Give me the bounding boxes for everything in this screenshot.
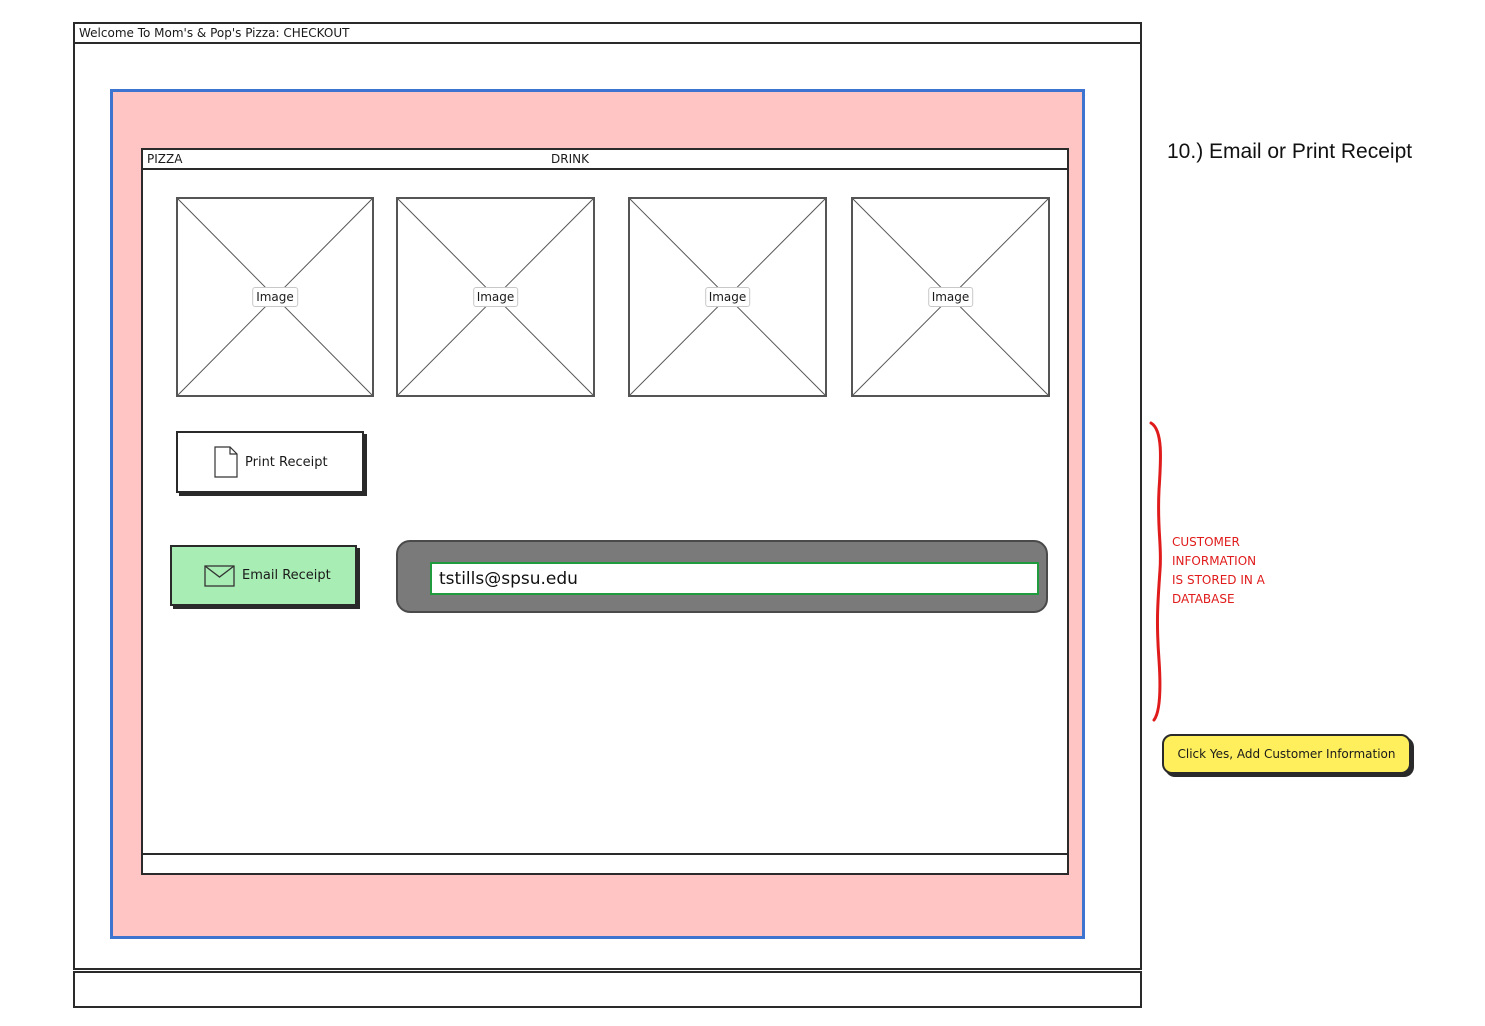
database-note-line: INFORMATION [1172,554,1257,568]
database-note: CUSTOMER INFORMATION IS STORED IN A DATA… [1172,533,1312,609]
email-receipt-button[interactable]: Email Receipt [170,545,357,606]
database-note-line: DATABASE [1172,592,1235,606]
image-placeholder: Image [176,197,374,397]
database-note-line: CUSTOMER [1172,535,1240,549]
print-receipt-button[interactable]: Print Receipt [176,431,364,493]
tab-window-footer-divider [143,853,1067,855]
tab-bar [143,150,1067,170]
email-receipt-label: Email Receipt [242,568,331,583]
envelope-icon [204,564,235,587]
step-heading: 10.) Email or Print Receipt [1167,140,1413,163]
image-placeholder: Image [628,197,827,397]
add-customer-information-button[interactable]: Click Yes, Add Customer Information [1162,734,1411,774]
image-placeholder: Image [851,197,1050,397]
image-placeholder: Image [396,197,595,397]
email-input[interactable] [430,562,1039,595]
curly-brace-annotation [1149,421,1162,722]
print-receipt-label: Print Receipt [245,454,328,470]
window-title: Welcome To Mom's & Pop's Pizza: CHECKOUT [75,24,1140,44]
image-label: Image [927,287,974,307]
status-bar [73,971,1142,1008]
image-label: Image [252,287,298,307]
database-note-line: IS STORED IN A [1172,573,1265,587]
tab-pizza[interactable]: PIZZA [147,152,183,166]
tab-drink[interactable]: DRINK [551,152,589,166]
document-icon [214,446,238,478]
image-label: Image [704,287,751,307]
image-label: Image [472,287,519,307]
